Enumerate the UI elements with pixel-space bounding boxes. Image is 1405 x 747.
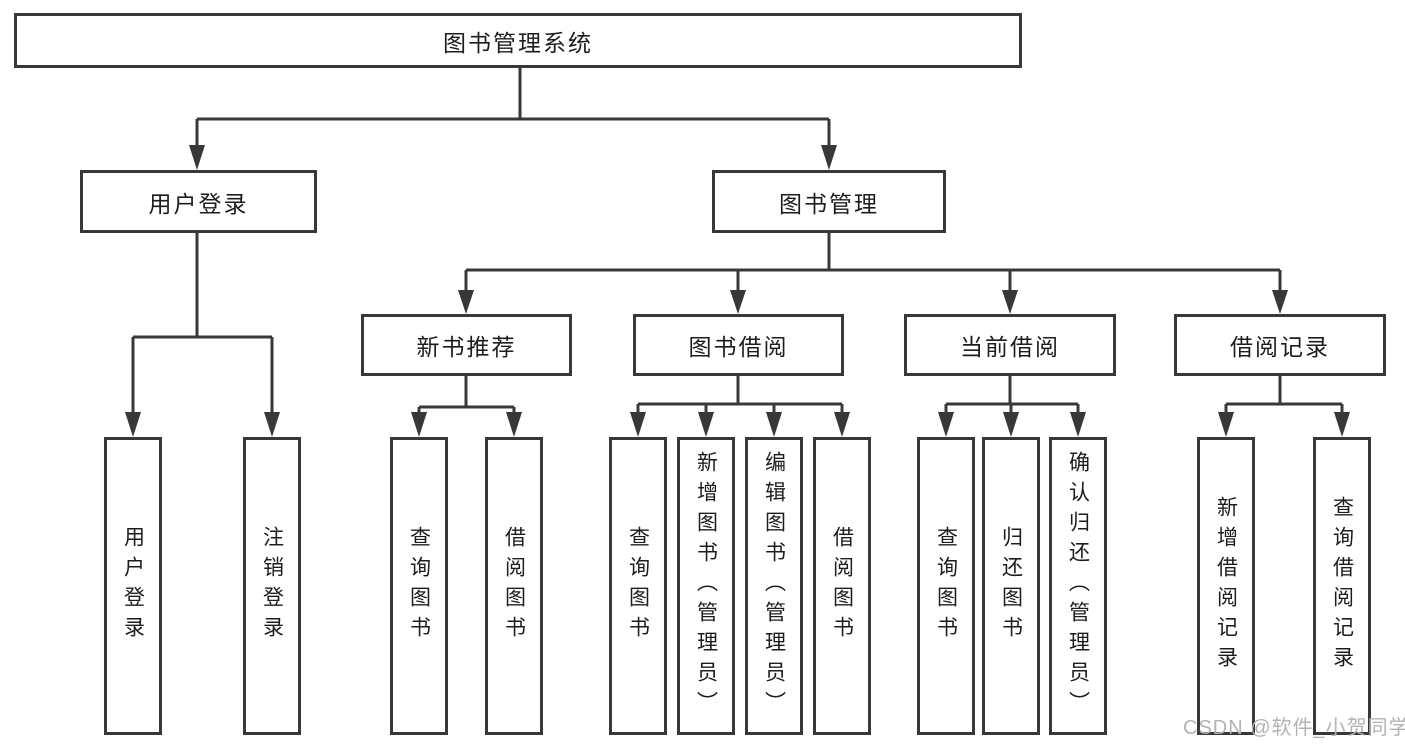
- leaf-label: 归还图书: [999, 526, 1023, 646]
- node-label: 图书管理系统: [443, 29, 593, 56]
- leaf-user-login: 用户登录: [104, 437, 162, 735]
- leaf-query-borrow-record: 查询借阅记录: [1313, 437, 1371, 735]
- leaf-label: 注销登录: [260, 526, 284, 646]
- leaf-return-book: 归还图书: [982, 437, 1040, 735]
- node-book-management: 图书管理: [712, 170, 946, 233]
- node-label: 新书推荐: [416, 334, 517, 360]
- leaf-add-book-admin: 新增图书（管理员）: [677, 437, 735, 735]
- node-label: 借阅记录: [1230, 334, 1330, 360]
- leaf-label: 查询图书: [626, 526, 650, 646]
- leaf-label: 确认归还（管理员）: [1066, 451, 1090, 721]
- leaf-label: 查询图书: [934, 526, 958, 646]
- node-label: 图书管理: [779, 190, 879, 217]
- node-library-management-system: 图书管理系统: [14, 13, 1022, 68]
- node-book-borrow: 图书借阅: [633, 314, 844, 376]
- node-new-book-recommend: 新书推荐: [361, 314, 572, 376]
- leaf-query-book-borrow: 查询图书: [609, 437, 667, 735]
- leaf-label: 编辑图书（管理员）: [762, 451, 786, 721]
- leaf-confirm-return-admin: 确认归还（管理员）: [1049, 437, 1107, 735]
- node-user-login: 用户登录: [80, 170, 317, 233]
- leaf-label: 查询图书: [407, 526, 431, 646]
- leaf-logout: 注销登录: [243, 437, 301, 735]
- node-label: 用户登录: [148, 190, 249, 217]
- leaf-label: 新增图书（管理员）: [694, 451, 718, 721]
- arrowheads: [125, 145, 1350, 437]
- leaf-edit-book-admin: 编辑图书（管理员）: [745, 437, 803, 735]
- leaf-add-borrow-record: 新增借阅记录: [1197, 437, 1255, 735]
- leaf-label: 查询借阅记录: [1330, 496, 1354, 676]
- leaf-borrow-book: 借阅图书: [813, 437, 871, 735]
- node-borrow-records: 借阅记录: [1174, 314, 1386, 376]
- leaf-label: 用户登录: [121, 526, 145, 646]
- node-label: 图书借阅: [688, 334, 789, 360]
- leaf-label: 借阅图书: [502, 526, 526, 646]
- leaf-label: 新增借阅记录: [1214, 496, 1238, 676]
- leaf-label: 借阅图书: [830, 526, 854, 646]
- leaf-query-book-current: 查询图书: [917, 437, 975, 735]
- node-current-borrow: 当前借阅: [904, 314, 1116, 376]
- node-label: 当前借阅: [960, 334, 1060, 360]
- leaf-borrow-book-recommend: 借阅图书: [485, 437, 543, 735]
- leaf-query-book-recommend: 查询图书: [390, 437, 448, 735]
